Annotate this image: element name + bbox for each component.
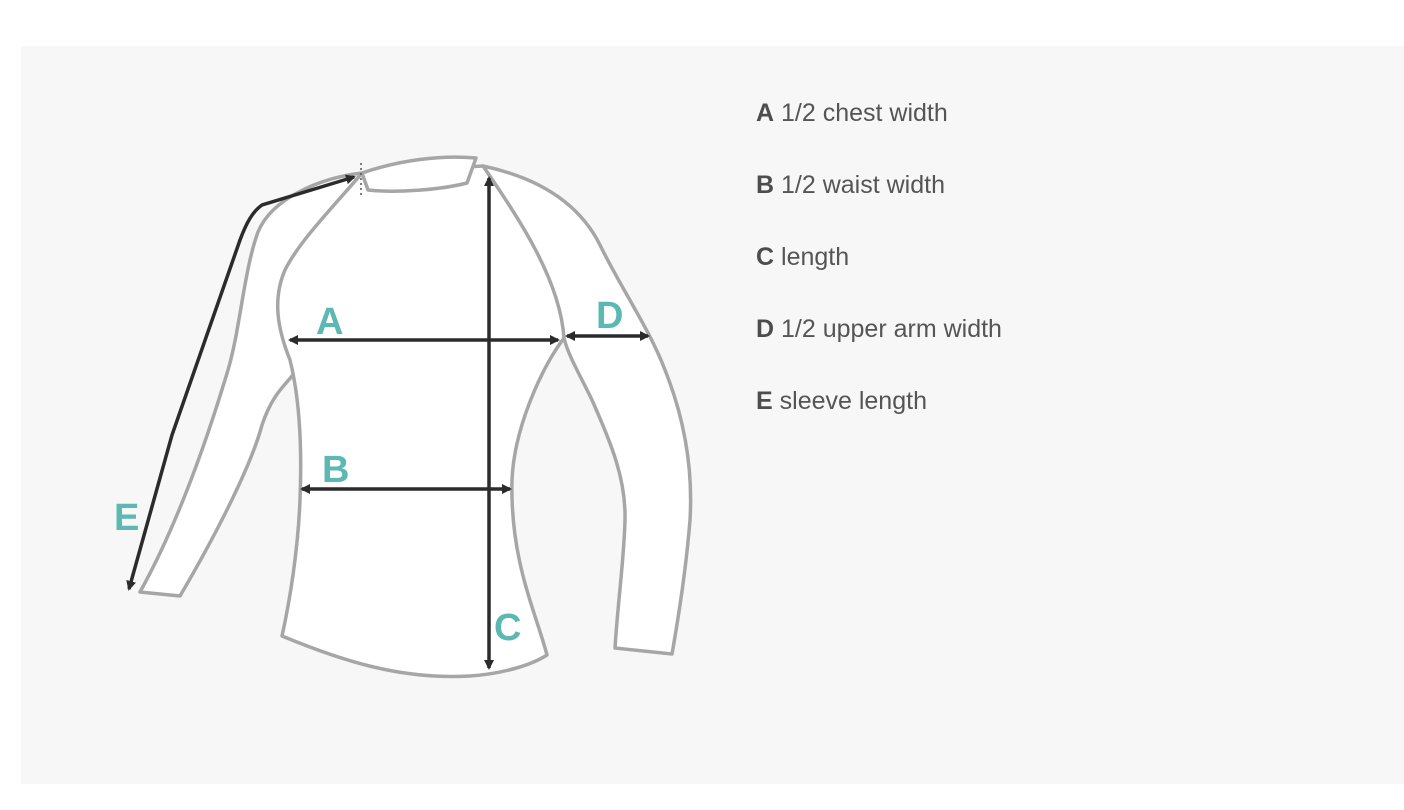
diagram-label-c: C — [494, 607, 521, 649]
legend-item-e: E sleeve length — [756, 385, 1002, 457]
legend-letter: C — [756, 243, 775, 271]
legend-letter: A — [756, 99, 775, 127]
legend-text: 1/2 chest width — [781, 99, 948, 127]
torso-outline — [275, 164, 566, 679]
legend-letter: D — [756, 315, 775, 343]
long-sleeve-shirt-icon — [138, 155, 693, 679]
legend-text: length — [781, 243, 850, 271]
legend-letter: E — [756, 387, 773, 415]
legend-item-c: C length — [756, 241, 1002, 313]
collar-outline — [360, 155, 478, 193]
legend-letter: B — [756, 171, 775, 199]
measurement-legend: A 1/2 chest width B 1/2 waist width C le… — [756, 97, 1002, 457]
legend-text: sleeve length — [779, 387, 927, 415]
right-sleeve-outline — [481, 164, 693, 656]
diagram-label-a: A — [316, 301, 343, 343]
diagram-label-b: B — [322, 449, 349, 491]
legend-text: 1/2 upper arm width — [781, 315, 1002, 343]
sleeve-length-arrow — [126, 174, 356, 591]
diagram-label-e: E — [114, 497, 139, 539]
legend-item-a: A 1/2 chest width — [756, 97, 1002, 169]
legend-item-d: D 1/2 upper arm width — [756, 313, 1002, 385]
legend-text: 1/2 waist width — [781, 171, 945, 199]
legend-item-b: B 1/2 waist width — [756, 169, 1002, 241]
diagram-label-d: D — [596, 295, 623, 337]
measurement-arrows — [126, 174, 650, 670]
